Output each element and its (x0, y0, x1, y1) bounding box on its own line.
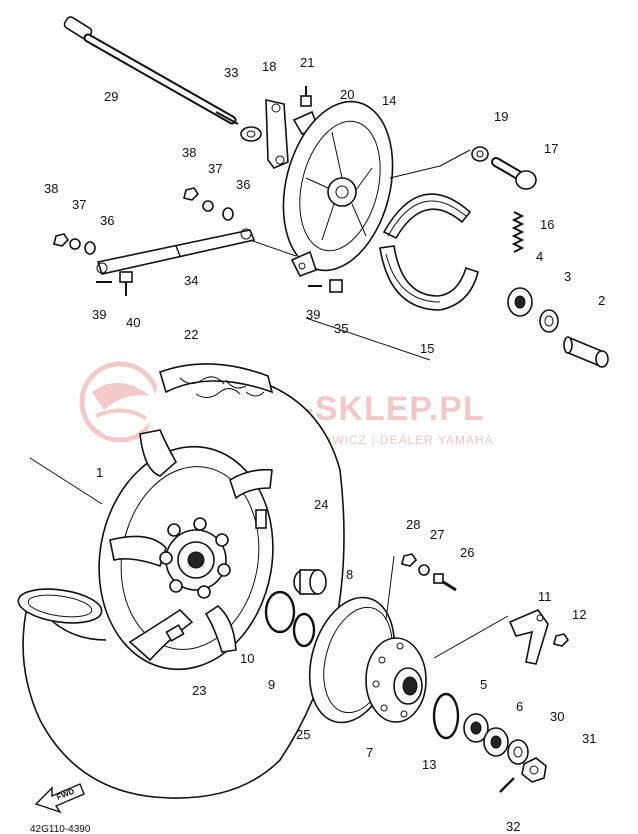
callout: 32 (506, 819, 520, 834)
brake-shoe-kit (379, 193, 479, 311)
rear-axle (63, 16, 239, 125)
callout: 10 (240, 651, 254, 666)
callout: 38 (44, 181, 58, 196)
driven-gear-hub-7 (365, 637, 427, 723)
callout: 37 (72, 197, 86, 212)
nut-12 (553, 633, 570, 647)
callout: 34 (184, 273, 198, 288)
lever-bolt (300, 86, 312, 107)
bolt-35 (329, 279, 343, 293)
bolt-40 (119, 271, 133, 296)
caliper-bracket-11 (508, 609, 549, 665)
callout: 33 (224, 65, 238, 80)
callout: 7 (366, 745, 373, 760)
callout: 30 (550, 709, 564, 724)
valve-stem (165, 624, 185, 642)
callout: 13 (422, 757, 436, 772)
brake-camshaft (491, 157, 537, 190)
callout: 19 (494, 109, 508, 124)
callout: 27 (430, 527, 444, 542)
tire-tread-pattern (179, 376, 265, 398)
washer-37-left (69, 238, 81, 250)
watermark-logo-icon (79, 361, 161, 443)
callout: 2 (598, 293, 605, 308)
washer-27 (418, 564, 430, 576)
callout: 35 (334, 321, 348, 336)
leader-lines-upper (29, 149, 471, 505)
brake-camshaft-lever (265, 98, 289, 169)
callout-labels: 29 33 18 21 20 14 19 17 38 37 36 38 37 3… (44, 55, 605, 834)
lock-washer-36-upper (222, 207, 234, 221)
rear-wheel-rim (98, 429, 274, 671)
brake-shoe-plate (282, 100, 394, 278)
callout: 18 (262, 59, 276, 74)
bolt-26 (433, 573, 457, 592)
callout: 25 (296, 727, 310, 742)
oil-seal (539, 309, 559, 333)
callout: 36 (236, 177, 250, 192)
forward-arrow-icon: FWD (34, 783, 85, 814)
diagram-code: 42G110-4390 (30, 824, 91, 834)
washer-30 (507, 739, 529, 765)
callout: 28 (406, 517, 420, 532)
o-ring-9 (292, 612, 316, 648)
callout: 39 (306, 307, 320, 322)
right-wheel-bearing (507, 287, 533, 317)
nut-28 (401, 553, 418, 567)
callout: 39 (92, 307, 106, 322)
balance-weight (255, 509, 267, 529)
nut-38-upper (183, 187, 200, 201)
wheel-collar (563, 336, 609, 368)
callout: 15 (420, 341, 434, 356)
tension-bar (96, 228, 256, 275)
bearing-6 (483, 727, 509, 757)
callout: 16 (540, 217, 554, 232)
axle-nut-31 (521, 757, 547, 783)
callout: 8 (346, 567, 353, 582)
lock-washer-36-left (84, 241, 96, 255)
callout: 14 (382, 93, 396, 108)
washer-37-upper (202, 200, 214, 212)
callout: 4 (536, 249, 543, 264)
leader-lines-lower (385, 555, 509, 659)
callout: 26 (460, 545, 474, 560)
callout: 37 (208, 161, 222, 176)
callout: 3 (564, 269, 571, 284)
hub-holes (159, 517, 231, 599)
callout: 12 (572, 607, 586, 622)
o-ring-10 (264, 590, 296, 634)
bearing-5 (463, 713, 489, 743)
callout: 38 (182, 145, 196, 160)
callout: 21 (300, 55, 314, 70)
callout: 17 (544, 141, 558, 156)
callout: 1 (96, 465, 103, 480)
cotter-pin-32 (499, 777, 515, 793)
callout: 23 (192, 683, 206, 698)
callout: 40 (126, 315, 140, 330)
callout: 20 (340, 87, 354, 102)
callout: 31 (582, 731, 596, 746)
camshaft-washer (471, 146, 489, 162)
callout: 6 (516, 699, 523, 714)
bearing-spacer-8 (293, 569, 327, 595)
oil-seal-13 (432, 692, 460, 740)
callout: 5 (480, 677, 487, 692)
callout: 36 (100, 213, 114, 228)
callout: 9 (268, 677, 275, 692)
callout: 11 (538, 589, 552, 604)
callout: 24 (314, 497, 328, 512)
brake-shoe-spring (511, 211, 525, 253)
nut-38-left (53, 233, 70, 247)
axle-collar (240, 126, 262, 142)
callout: 22 (184, 327, 198, 342)
callout: 29 (104, 89, 118, 104)
